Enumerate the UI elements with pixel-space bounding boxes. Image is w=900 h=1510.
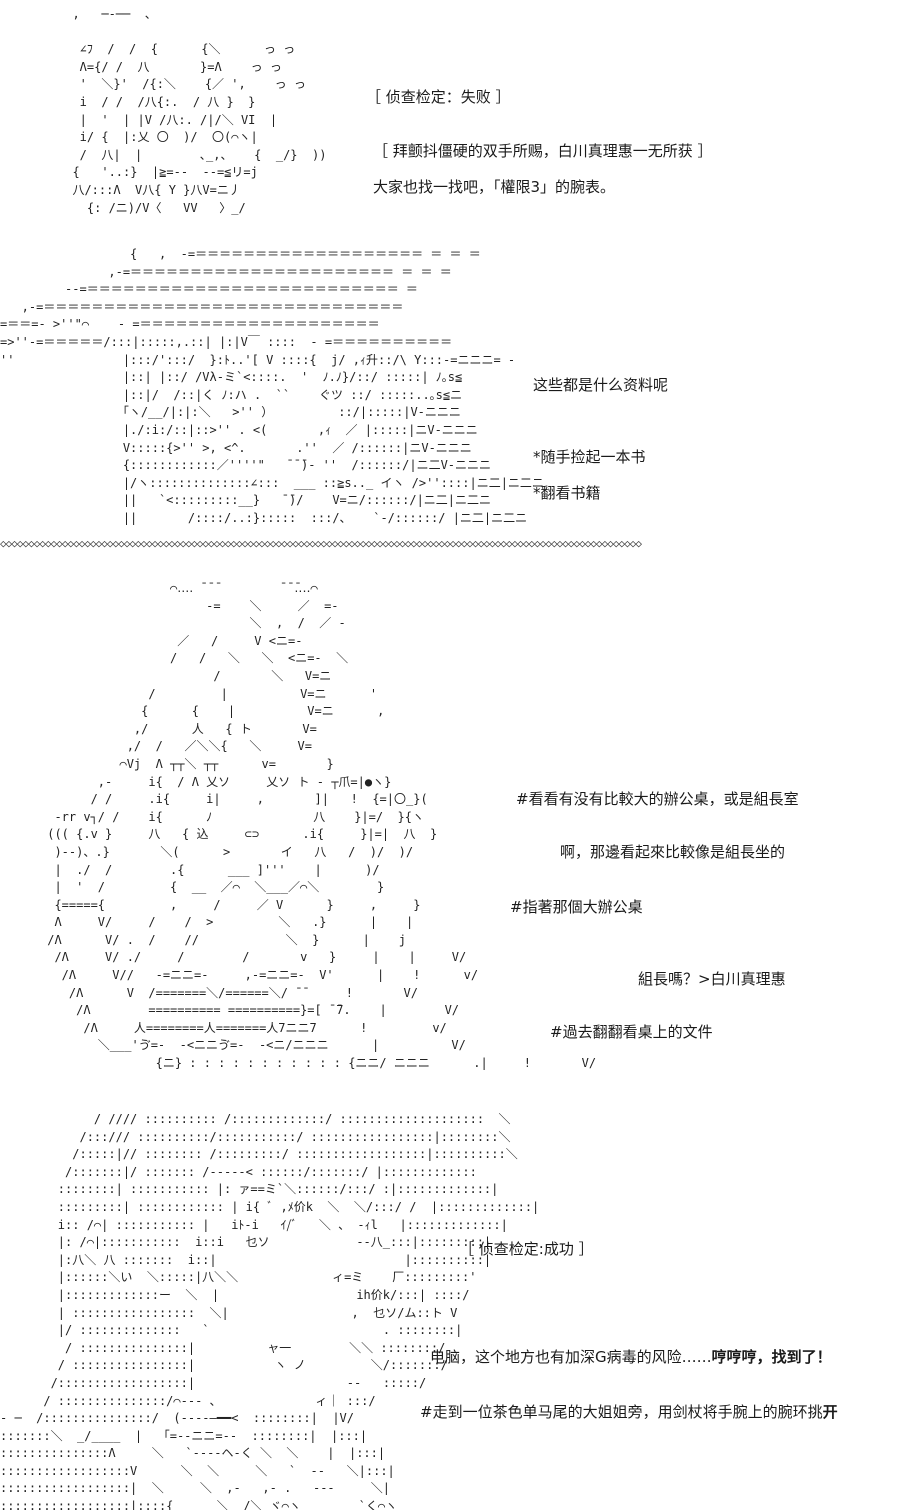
caption-browse-books: *翻看书籍 [533, 484, 601, 502]
caption-approach-sister-text: #走到一位茶色单马尾的大姐姐旁，用剑杖将手腕上的腕环挑 [420, 1403, 823, 1421]
ascii-art-document-shelf: { , -=＝＝＝＝＝＝＝＝＝＝＝＝＝＝＝＝＝＝＝ ＝ ＝ ＝ ,-=＝＝＝＝＝… [0, 247, 544, 525]
panel-2: { , -=＝＝＝＝＝＝＝＝＝＝＝＝＝＝＝＝＝＝＝ ＝ ＝ ＝ ,-=＝＝＝＝＝… [0, 240, 900, 536]
caption-investigation-success: ［ 侦查检定:成功 ］ [459, 1240, 594, 1258]
panel-1: , ─‐── 、 ∠ﾌ / / { {＼ っ っ Λ={/ / 八 }=Λ っ … [0, 0, 900, 230]
panel-4: / //// :::::::::: /:::::::::::::/ ::::::… [0, 1105, 900, 1510]
caption-check-documents: #過去翻翻看桌上的文件 [550, 1023, 713, 1041]
ascii-art-character-portrait: , ─‐── 、 ∠ﾌ / / { {＼ っ っ Λ={/ / 八 }=Λ っ … [72, 7, 327, 215]
ascii-art-gesturing-character: ⌒‥‥ ̄ ̄ ̄ ̄ ̄ ̄‥‥⌒ -= ＼ ／ =- ＼ , / ／ - ／… [47, 581, 597, 1071]
caption-what-documents: 这些都是什么资料呢 [533, 376, 669, 394]
caption-investigation-fail: ［ 侦查检定：失败 ］ [366, 88, 511, 106]
caption-point-at-desk: #指著那個大辦公桌 [510, 898, 643, 916]
caption-looks-like-leader-seat: 啊，那邊看起來比較像是組長坐的 [560, 843, 786, 861]
caption-approach-sister-end: 开 [822, 1403, 838, 1421]
caption-find-watch: 大家也找一找吧，「權限3」的腕表。 [373, 178, 616, 196]
caption-look-for-desk: #看看有没有比較大的辦公桌，或是組長室 [516, 790, 799, 808]
caption-approach-sister: #走到一位茶色单马尾的大姐姐旁，用剑杖将手腕上的腕环挑开 [420, 1402, 838, 1422]
ascii-art-smiling-character: / //// :::::::::: /:::::::::::::/ ::::::… [0, 1112, 540, 1510]
caption-found-it: 哼哼哼，找到了！ [711, 1348, 832, 1366]
panel-3: ⌒‥‥ ̄ ̄ ̄ ̄ ̄ ̄‥‥⌒ -= ＼ ／ =- ＼ , / ／ - ／… [0, 560, 900, 1080]
caption-trembling-hands: ［ 拜颤抖僵硬的双手所赐，白川真理惠一无所获 ］ [373, 142, 713, 160]
diamond-divider: ◇◇◇◇◇◇◇◇◇◇◇◇◇◇◇◇◇◇◇◇◇◇◇◇◇◇◇◇◇◇◇◇◇◇◇◇◇◇◇◇… [0, 538, 642, 550]
caption-pick-book: *随手捡起一本书 [533, 448, 646, 466]
caption-computer-risk: 电脑，这个地方也有加深G病毒的风险……哼哼哼，找到了！ [430, 1347, 832, 1367]
caption-computer-risk-text: 电脑，这个地方也有加深G病毒的风险…… [430, 1348, 712, 1366]
caption-leader-question: 組長嗎？>白川真理惠 [638, 970, 786, 988]
